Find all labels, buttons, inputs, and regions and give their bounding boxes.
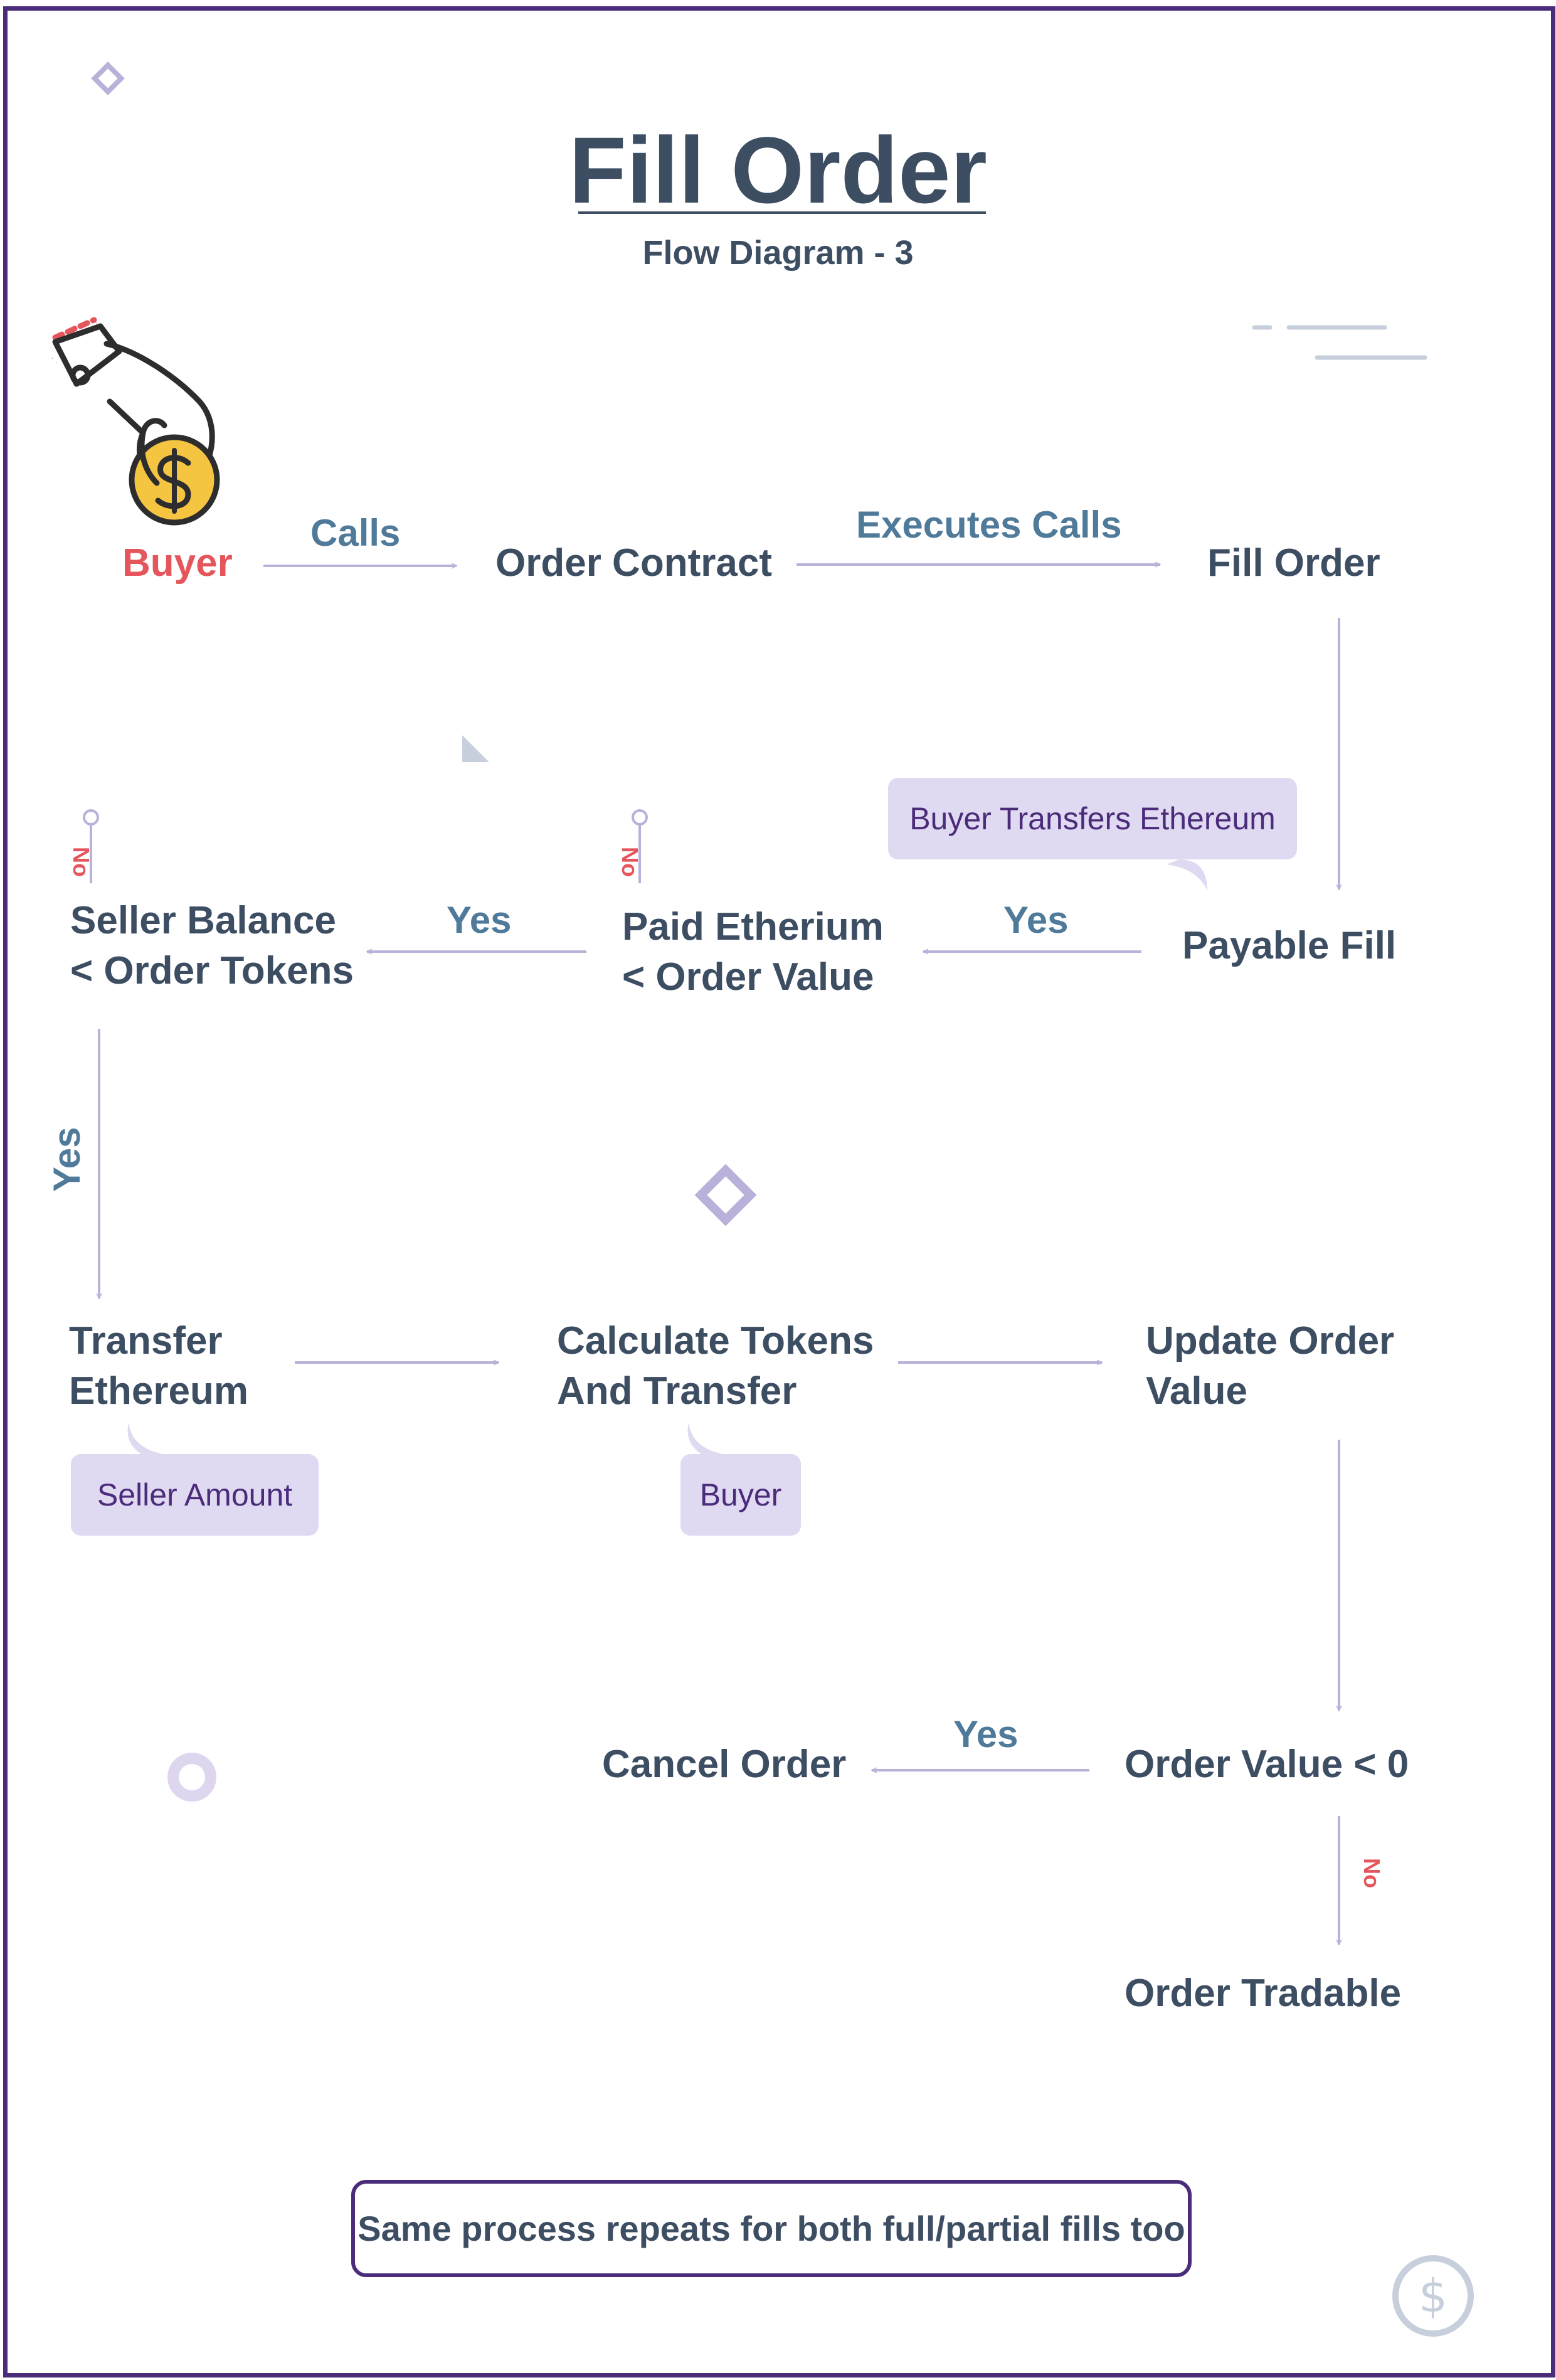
node-paid-etherium: Paid Etherium < Order Value — [622, 902, 884, 1002]
node-transfer-ethereum-line2: Ethereum — [69, 1369, 248, 1413]
dash-decoration — [1252, 325, 1427, 360]
node-paid-etherium-line1: Paid Etherium — [622, 905, 884, 948]
node-calculate-tokens-line2: And Transfer — [557, 1369, 797, 1413]
edge-label-executes-calls: Executes Calls — [856, 504, 1122, 546]
bubble-buyer-transfers-ethereum: Buyer Transfers Ethereum — [888, 778, 1297, 859]
node-calculate-tokens: Calculate Tokens And Transfer — [557, 1316, 874, 1416]
node-seller-balance-line2: < Order Tokens — [70, 949, 354, 992]
bubble-buyer: Buyer — [680, 1454, 801, 1536]
bubble-seller-amount: Seller Amount — [71, 1454, 319, 1536]
dollar-circle-icon: $ — [1392, 2255, 1474, 2337]
node-order-contract: Order Contract — [495, 541, 772, 585]
bubble-tail-buyer-transfers — [1167, 859, 1207, 891]
footer-note: Same process repeats for both full/parti… — [351, 2180, 1192, 2277]
node-transfer-ethereum-line1: Transfer — [69, 1319, 223, 1363]
edge-label-yes-transfer: Yes — [46, 1127, 88, 1192]
node-cancel-order: Cancel Order — [602, 1743, 847, 1786]
triangle-decoration — [462, 735, 489, 762]
edge-label-yes-cancel: Yes — [953, 1713, 1019, 1755]
diamond-decoration-top — [91, 61, 125, 95]
ring-decoration — [167, 1753, 216, 1802]
bubble-tail-buyer — [687, 1423, 723, 1454]
bubble-tail-seller-amount — [127, 1423, 163, 1454]
svg-text:$: $ — [1419, 2270, 1448, 2322]
node-update-order-value-line1: Update Order — [1146, 1319, 1395, 1363]
node-transfer-ethereum: Transfer Ethereum — [69, 1316, 248, 1416]
page-title: Fill Order — [569, 117, 987, 223]
page-frame — [3, 6, 1555, 2377]
no-pin-head-seller — [83, 809, 99, 826]
node-calculate-tokens-line1: Calculate Tokens — [557, 1319, 874, 1363]
no-label-seller: No — [68, 847, 94, 877]
page-subtitle: Flow Diagram - 3 — [642, 234, 914, 272]
edge-label-yes-payable: Yes — [1003, 899, 1069, 941]
no-label-paid: No — [617, 847, 643, 877]
edge-label-calls: Calls — [310, 512, 401, 554]
node-seller-balance-line1: Seller Balance — [70, 899, 336, 942]
title-underline — [578, 211, 986, 214]
no-pin-head-paid — [632, 809, 648, 826]
edge-label-yes-seller: Yes — [447, 899, 512, 941]
node-seller-balance: Seller Balance < Order Tokens — [70, 896, 354, 996]
node-buyer: Buyer — [122, 541, 233, 585]
node-fill-order: Fill Order — [1207, 541, 1380, 585]
node-paid-etherium-line2: < Order Value — [622, 955, 874, 999]
diamond-decoration-middle — [694, 1164, 757, 1226]
node-payable-fill: Payable Fill — [1182, 924, 1397, 967]
node-update-order-value-line2: Value — [1146, 1369, 1247, 1413]
no-label-tradable: No — [1359, 1858, 1385, 1888]
node-order-value-check: Order Value < 0 — [1125, 1743, 1409, 1786]
node-order-tradable: Order Tradable — [1125, 1972, 1402, 2015]
hand-coin-icon — [43, 317, 220, 526]
node-update-order-value: Update Order Value — [1146, 1316, 1394, 1416]
